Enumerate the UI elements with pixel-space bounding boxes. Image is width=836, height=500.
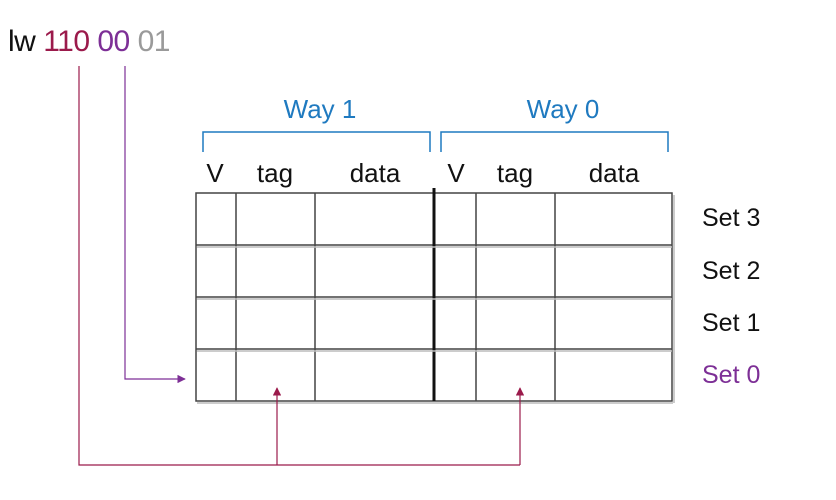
tag-line [78,66,520,466]
offset-bits-text: 01 [137,25,171,58]
way-0-label: Way 0 [526,94,600,124]
cache-table [195,188,673,402]
opcode-text: lw [8,25,36,58]
instruction-address: lw 110 00 01 [8,24,170,60]
way-1-valid-header: V [206,158,224,188]
set-0-label: Set 0 [702,361,761,389]
set-2-label: Set 2 [702,257,761,285]
set-index-arrow [124,66,186,384]
way-0-bracket [440,131,669,152]
way-1-tag-header: tag [256,158,294,188]
set-1-label: Set 1 [702,309,761,337]
way-1-label: Way 1 [283,94,357,124]
tag-bits-text: 110 [43,25,90,58]
set-bits-text: 00 [97,25,130,58]
way-0-tag-header: tag [496,158,534,188]
way-1-bracket [202,131,431,152]
way-1-data-header: data [349,158,401,188]
way-0-valid-header: V [447,158,465,188]
way-0-data-header: data [588,158,640,188]
set-3-label: Set 3 [702,204,761,232]
